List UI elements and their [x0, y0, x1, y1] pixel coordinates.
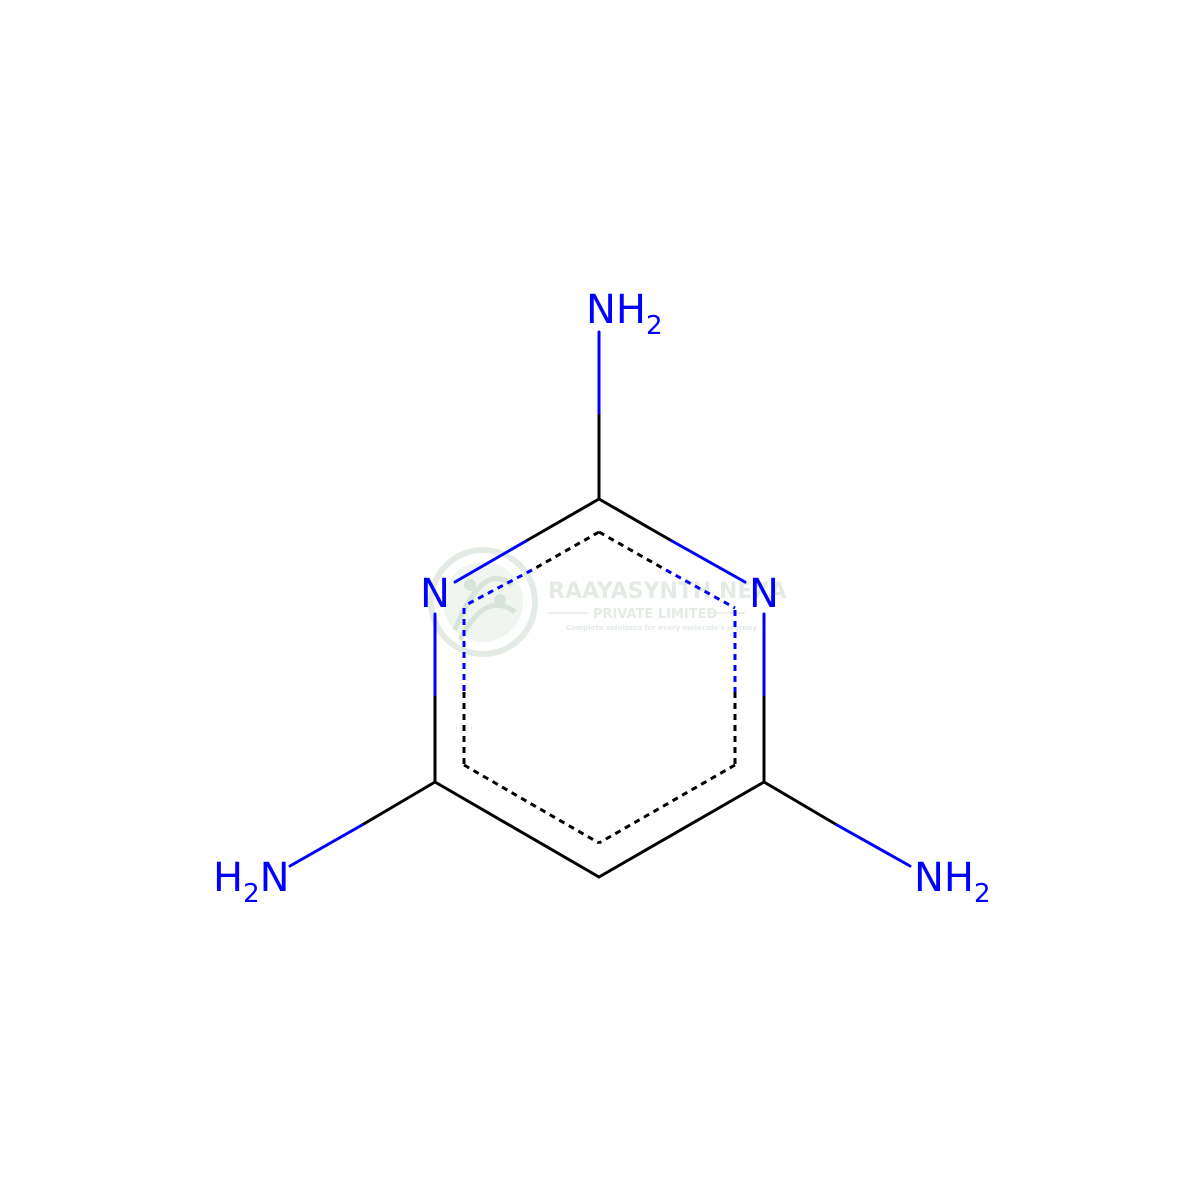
bond-c2-n3-nitrogen-half	[670, 539, 747, 584]
bond-c4-c5	[597, 780, 766, 879]
watermark-company: RAAYASYNTH NEXA	[548, 579, 786, 604]
amine-right-subscript: 2	[974, 879, 991, 909]
atom-n3-label: N	[749, 571, 779, 617]
bond-c6-amine-carbon-half	[360, 780, 437, 827]
amine-left-label: H2N	[213, 855, 290, 909]
bond-c2-n1-carbon-half	[524, 497, 601, 543]
aromatic-c4-c5	[598, 763, 736, 845]
amine-top-subscript: 2	[646, 311, 663, 341]
watermark-line2: PRIVATE LIMITED	[593, 607, 718, 622]
amine-left-h: H	[213, 855, 243, 901]
ring-bonds	[433, 497, 766, 879]
amine-right-label: NH2	[914, 855, 991, 909]
bond-c2-n3-carbon-half	[597, 497, 674, 543]
atom-labels: N N NH2 H2N NH2	[213, 287, 991, 909]
aromatic-c2-n1-carbon	[531, 530, 600, 572]
amine-left-n: N	[260, 855, 290, 901]
aromatic-c2-n1-nitrogen	[463, 568, 533, 608]
bond-c6-amine-nitrogen-half	[288, 823, 364, 868]
aromatic-c2-n3-carbon	[598, 530, 667, 572]
aromatic-ring-dashes	[462, 530, 737, 845]
amine-top-nh: NH	[586, 287, 646, 333]
bond-c4-amine-nitrogen-half	[835, 823, 912, 868]
aromatic-c6-c5	[463, 763, 600, 845]
substituent-bonds	[288, 330, 912, 868]
watermark-tagline: Complete solutions for every molecule's …	[566, 624, 757, 632]
amine-left-subscript: 2	[243, 879, 260, 909]
amine-right-nh: NH	[914, 855, 974, 901]
amine-top-label: NH2	[586, 287, 663, 341]
bond-c6-c5	[433, 780, 601, 879]
atom-n1-label: N	[420, 571, 450, 617]
aromatic-c2-n3-nitrogen	[665, 568, 736, 610]
bond-c4-amine-carbon-half	[762, 780, 839, 827]
bond-c2-n1-nitrogen-half	[453, 539, 528, 584]
